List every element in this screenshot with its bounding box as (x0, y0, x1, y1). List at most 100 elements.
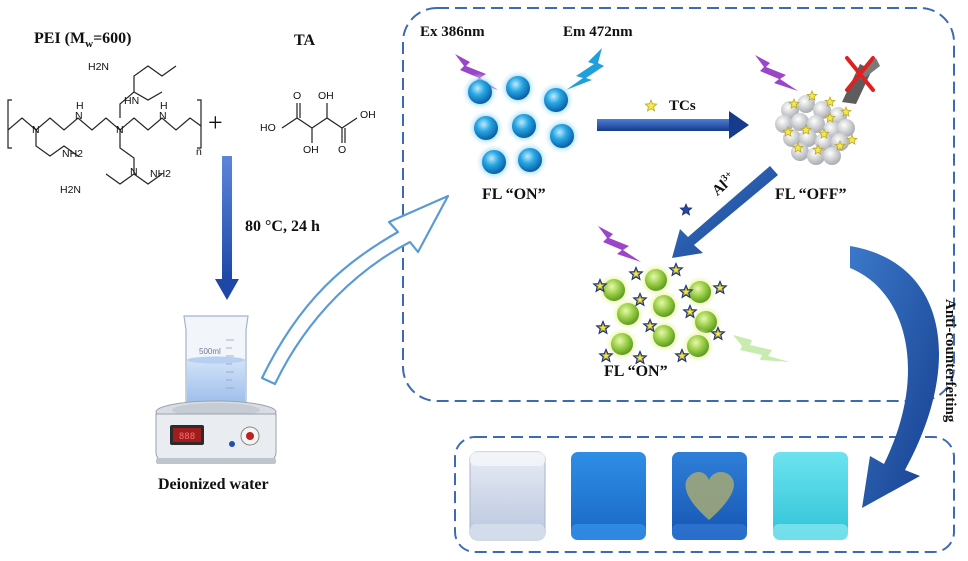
blue-dot (467, 109, 505, 147)
ta-oh-bottom: OH (303, 144, 319, 156)
pei-nh2-bottom: NH2 (150, 168, 172, 180)
green-dot (682, 274, 718, 310)
pei-n-bottom: N (130, 166, 138, 178)
grey-particle (813, 101, 831, 119)
grey-particle (815, 133, 833, 151)
pei-h-mid: H (76, 100, 84, 112)
down-arrow (215, 156, 239, 300)
emission-label: Em 472nm (563, 24, 633, 40)
star-marker (685, 307, 695, 317)
state-on-label: FL “ON” (482, 186, 546, 203)
star-marker (677, 351, 687, 361)
star-marker (824, 111, 836, 123)
star-marker (671, 265, 681, 275)
pei-h2n-bottom: H2N (60, 184, 82, 196)
blue-dot (461, 73, 499, 111)
ta-oh-top: OH (318, 90, 334, 102)
star-marker (635, 353, 645, 363)
blue-dot (499, 69, 537, 107)
vial-daylight (469, 451, 546, 541)
grey-particle (791, 113, 809, 131)
blocked-emission-icon (842, 56, 880, 104)
pei-h-right: H (160, 100, 168, 112)
green-dot (680, 328, 716, 364)
pei-label-sub: w (85, 38, 94, 51)
state-off-label: FL “OFF” (775, 186, 847, 203)
svg-text:888: 888 (179, 432, 195, 442)
star-marker (681, 287, 691, 297)
star-marker (598, 323, 608, 333)
pei-nh2-left: NH2 (62, 148, 84, 160)
vials-frame (454, 436, 955, 553)
pei-n-left: N (32, 124, 40, 136)
transfer-arrow (260, 194, 450, 386)
fl-on2-dots (596, 262, 724, 364)
star-marker (644, 98, 658, 112)
star-marker (782, 125, 794, 137)
pei-n-center: N (116, 124, 124, 136)
star-marker (679, 202, 693, 216)
star-marker (824, 95, 836, 107)
vial-blue-fluorescent (571, 452, 646, 540)
grey-particle (807, 115, 825, 133)
repeat-n: n (196, 146, 202, 158)
star-marker (806, 89, 818, 101)
green-dot (646, 288, 682, 324)
conditions-label: 80 °C, 24 h (245, 218, 320, 235)
star-marker (840, 105, 852, 117)
ta-o-bottom: O (338, 144, 347, 156)
tcs-label: TCs (669, 98, 696, 114)
ta-ho-left: HO (260, 122, 276, 134)
blue-dot (505, 107, 543, 145)
pei-hn: HN (124, 95, 140, 107)
tcs-arrow (597, 111, 749, 139)
ta-structure (281, 103, 358, 143)
setup-label: Deionized water (158, 476, 269, 493)
star-marker (715, 283, 725, 293)
beaker-volume: 500ml (199, 347, 221, 356)
star-marker (713, 329, 723, 339)
ta-oh-right: OH (360, 109, 376, 121)
plus-sign: + (208, 108, 223, 137)
anti-counterfeiting-arrow (850, 246, 940, 508)
vials (469, 451, 848, 541)
grey-particle (791, 143, 809, 161)
star-marker (834, 139, 846, 151)
blue-dot (475, 143, 513, 181)
blue-dot (511, 141, 549, 179)
star-marker (800, 123, 812, 135)
ta-label: TA (294, 32, 316, 49)
pei-label-tail: =600) (93, 30, 132, 47)
pei-n-mid: N (75, 110, 83, 122)
blue-dot (543, 117, 581, 155)
star-marker (595, 281, 605, 291)
green-dot (604, 326, 640, 362)
star-marker (812, 143, 824, 155)
star-marker (788, 97, 800, 109)
vial-cyan (773, 452, 848, 540)
lightning-bolts (455, 48, 798, 362)
excitation-label: Ex 386nm (420, 24, 485, 40)
pei-n-right: N (159, 110, 167, 122)
star-marker (818, 127, 830, 139)
pei-structure (7, 65, 202, 185)
blue-dot (537, 81, 575, 119)
pei-label-text: PEI (M (34, 30, 86, 47)
star-marker (631, 269, 641, 279)
al-arrow (672, 166, 778, 258)
star-marker (792, 141, 804, 153)
grey-particle (823, 147, 841, 165)
mechanism-frame (402, 7, 955, 402)
state-on2-label: FL “ON” (604, 363, 668, 380)
pei-label: PEI (Mw=600) (34, 30, 132, 50)
fl-off-cluster (775, 95, 855, 165)
ta-o-top: O (293, 90, 302, 102)
star-marker (635, 295, 645, 305)
star-marker (645, 321, 655, 331)
star-markers (592, 89, 858, 365)
vial-heart-pattern (672, 452, 747, 540)
star-marker (846, 133, 858, 145)
grey-particle (837, 119, 855, 137)
anti-counterfeiting-label: Anti-counterfeiting (942, 299, 958, 423)
